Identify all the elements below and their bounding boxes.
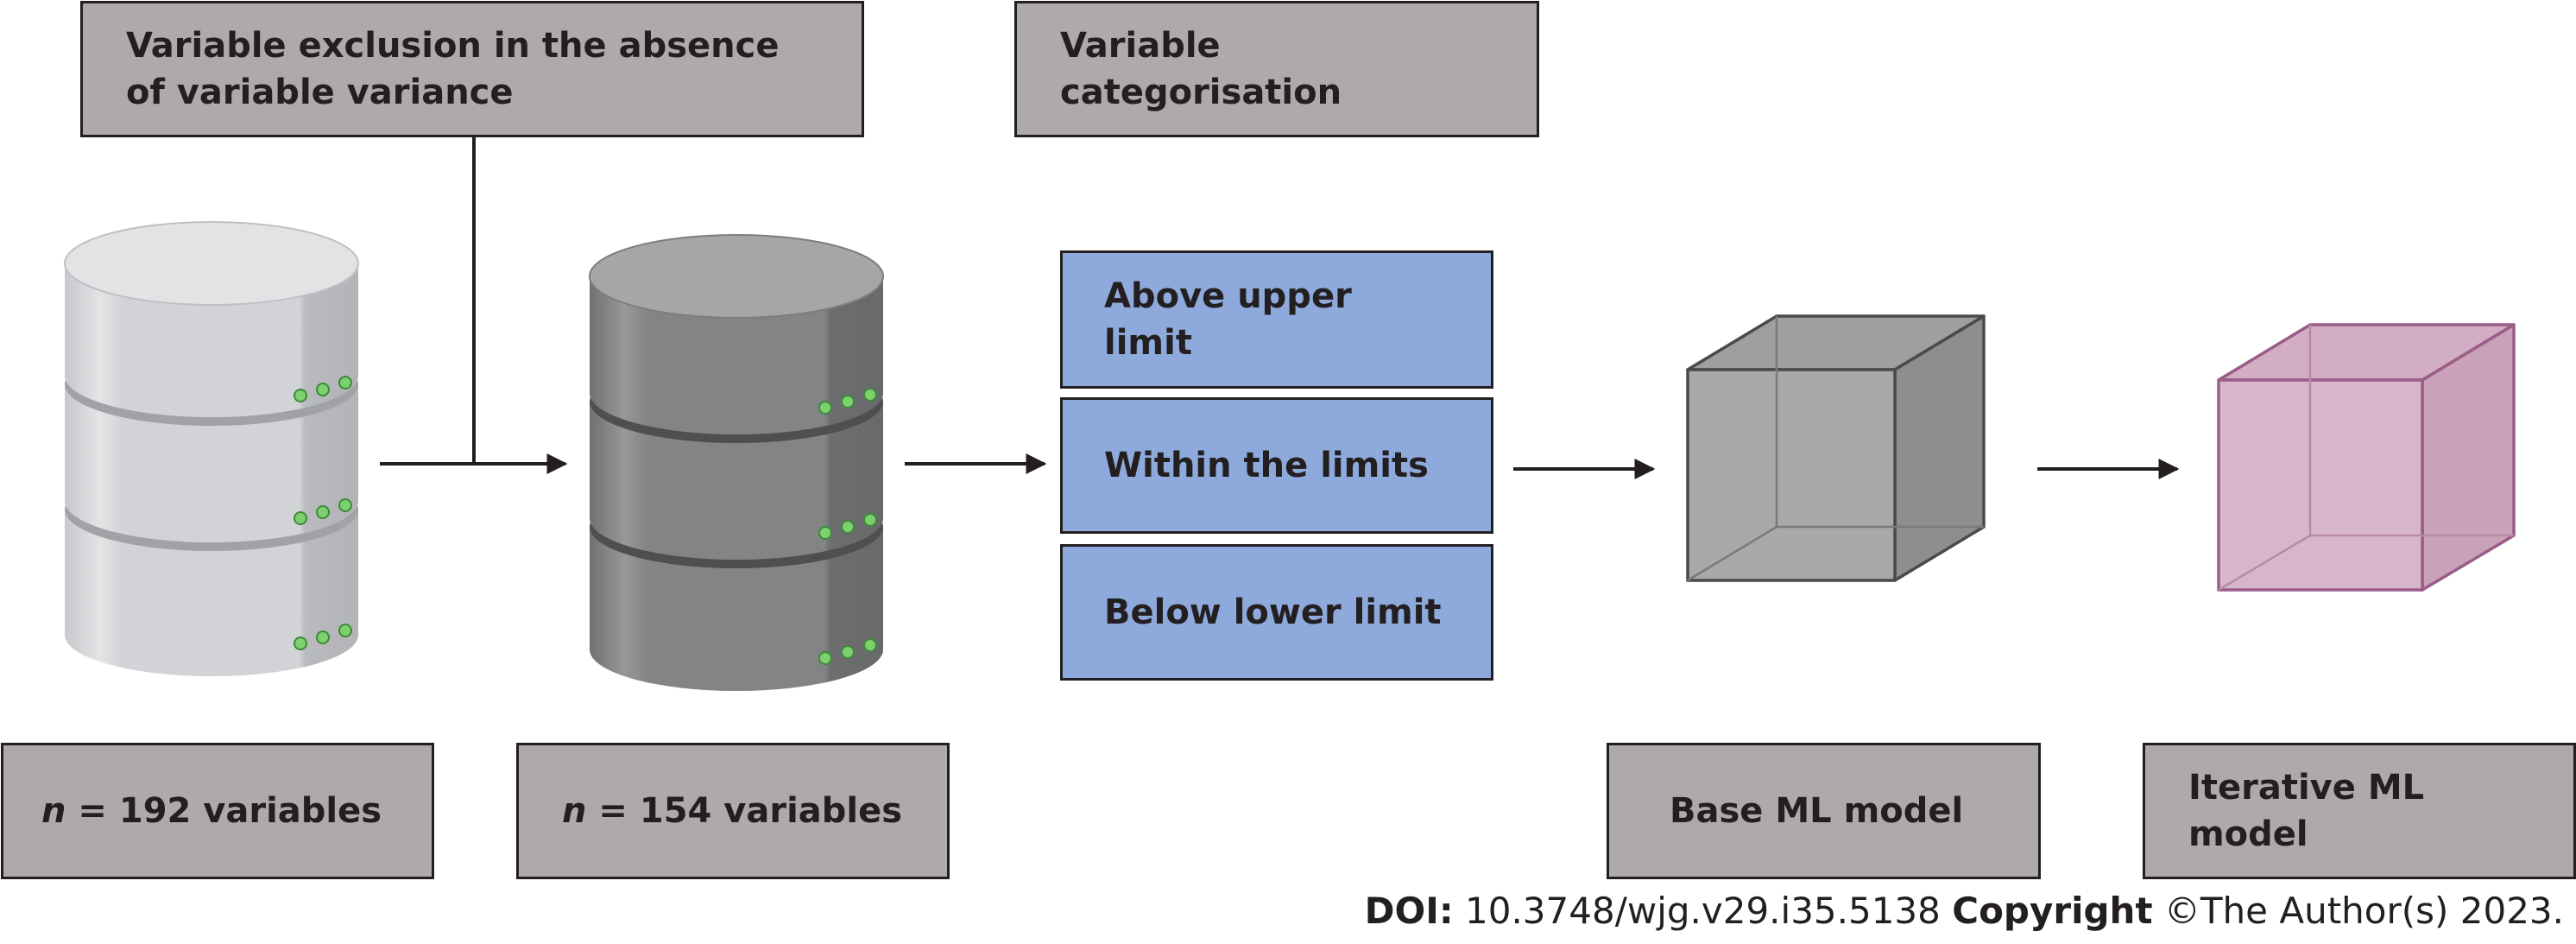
category-below-lower-label: Below lower limit: [1104, 592, 1442, 632]
filtered-count-label: n = 154 variables: [562, 788, 902, 834]
iterative-model-cube-icon: [2217, 323, 2516, 592]
doi-value: 10.3748/wjg.v29.i35.5138: [1465, 890, 1941, 932]
initial-count-label: n = 192 variables: [41, 788, 382, 834]
category-within-limits-box: Within the limits: [1060, 397, 1493, 534]
doi-label: DOI:: [1364, 890, 1454, 932]
exclusion-step-box: Variable exclusion in the absence of var…: [80, 1, 864, 137]
base-model-box: Base ML model: [1607, 743, 2041, 879]
category-within-limits-label: Within the limits: [1104, 446, 1429, 485]
database-icon-initial: [64, 221, 359, 676]
filtered-count-value: = 154 variables: [598, 791, 903, 831]
category-below-lower-box: Below lower limit: [1060, 544, 1493, 681]
categorisation-step-box: Variable categorisation: [1014, 1, 1539, 137]
categorisation-step-label: Variable categorisation: [1060, 26, 1342, 112]
filtered-count-box: n = 154 variables: [516, 743, 950, 879]
iterative-model-box: Iterative ML model: [2143, 743, 2576, 879]
base-model-label: Base ML model: [1670, 791, 1964, 831]
initial-count-box: n = 192 variables: [1, 743, 434, 879]
exclusion-step-label: Variable exclusion in the absence of var…: [126, 26, 780, 112]
copyright-value: ©The Author(s) 2023.: [2163, 890, 2564, 932]
initial-count-value: = 192 variables: [78, 791, 382, 831]
n-symbol: n: [562, 791, 587, 831]
category-above-upper-box: Above upper limit: [1060, 250, 1493, 389]
doi-footer: DOI: 10.3748/wjg.v29.i35.5138 Copyright …: [1365, 890, 2564, 932]
copyright-label: Copyright: [1952, 890, 2153, 932]
database-icon-filtered: [589, 234, 884, 691]
category-above-upper-label: Above upper limit: [1104, 276, 1352, 363]
base-model-cube-icon: [1686, 314, 1986, 582]
iterative-model-label: Iterative ML model: [2188, 768, 2425, 854]
n-symbol: n: [41, 791, 66, 831]
